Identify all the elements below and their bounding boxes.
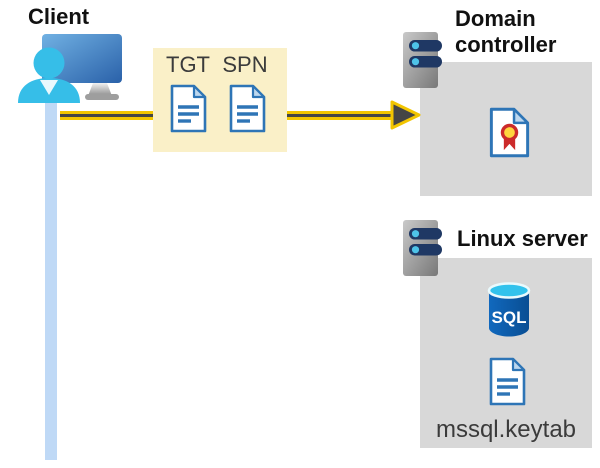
certificate-icon	[489, 107, 530, 158]
monitor-user-icon	[18, 34, 122, 103]
spn-document-icon	[229, 84, 266, 133]
tgt-document-icon	[170, 84, 207, 133]
domain-controller-title: Domain controller	[455, 6, 557, 57]
linux-server-title: Linux server	[457, 226, 588, 251]
client-title: Client	[28, 4, 90, 29]
keytab-filename: mssql.keytab	[435, 416, 577, 443]
sql-icon-label: SQL	[492, 308, 527, 327]
keytab-document-icon	[489, 357, 526, 406]
tgt-label: TGT	[166, 52, 210, 77]
spn-label: SPN	[222, 52, 268, 77]
client-timeline-line	[45, 95, 57, 460]
arrow-right-icon	[390, 100, 421, 130]
sql-database-icon: SQL	[487, 282, 531, 337]
server-icon	[403, 32, 442, 88]
server-icon	[403, 220, 442, 276]
